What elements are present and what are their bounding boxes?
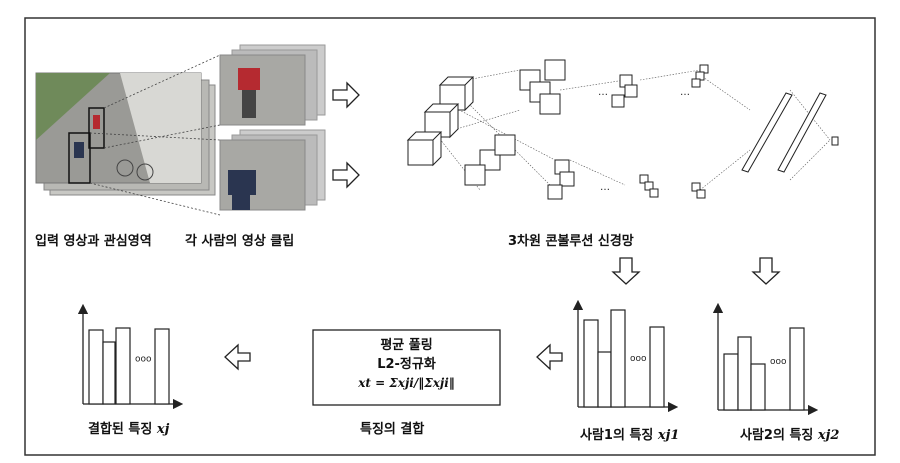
arrow-left-icon [224, 343, 251, 371]
clip-person2 [219, 129, 326, 211]
label-person2: 사람2의 특징 xj2 [740, 428, 840, 443]
combined-chart-bar [115, 327, 131, 405]
label-combined-feature: 결합된 특징 xj [88, 422, 170, 437]
arrow-left-icon [536, 343, 563, 371]
combined-chart-bar [154, 328, 170, 405]
person1-chart-bar [649, 326, 665, 408]
label-fusion: 특징의 결합 [360, 422, 425, 437]
fusion-box-text: 평균 풀링 L2-정규화 xt = Σxji/‖Σxji‖ [313, 336, 500, 393]
combined-chart-ellipsis: ooo [135, 354, 152, 364]
combined-chart-bar [88, 329, 104, 405]
cnn-network: … … … [406, 59, 839, 200]
person1-chart-ellipsis: ooo [630, 354, 647, 364]
arrow-down-icon [751, 257, 781, 285]
clip-person1 [219, 44, 326, 126]
arrow-down-icon [611, 257, 641, 285]
fusion-line2: L2-정규화 [377, 357, 436, 372]
person2-chart-bar [723, 353, 739, 411]
arrow-right-icon [332, 81, 360, 109]
input-video-stack [35, 72, 216, 196]
svg-text:…: … [600, 182, 610, 193]
svg-text:…: … [598, 87, 608, 98]
person2-chart-bar [789, 327, 805, 411]
person2-chart-bar [750, 363, 766, 411]
label-person1: 사람1의 특징 xj1 [580, 428, 680, 443]
person1-chart-bar [583, 319, 599, 408]
down-arrows [611, 257, 781, 285]
fusion-formula: xt = Σxji/‖Σxji‖ [358, 376, 455, 390]
label-cnn: 3차원 콘볼루션 신경망 [508, 234, 634, 249]
roi-projection-lines [89, 54, 221, 216]
right-arrows [332, 81, 360, 189]
label-input-video: 입력 영상과 관심영역 [35, 234, 152, 249]
outer-frame [24, 17, 876, 456]
roi-box-person1 [88, 107, 105, 149]
feature-charts: ooo ooo ooo [77, 299, 819, 416]
svg-text:…: … [680, 87, 690, 98]
arrow-right-icon [332, 161, 360, 189]
left-arrows [224, 343, 563, 371]
roi-box-person2 [68, 132, 91, 184]
fusion-box [312, 329, 501, 406]
person2-chart-ellipsis: ooo [770, 357, 787, 367]
fusion-line1: 평균 풀링 [380, 338, 433, 353]
label-clips: 각 사람의 영상 클립 [185, 234, 295, 249]
person2-chart-bar [737, 336, 752, 411]
person1-chart-bar [597, 351, 612, 408]
person1-chart-bar [610, 309, 626, 408]
combined-chart-bar [102, 341, 116, 405]
